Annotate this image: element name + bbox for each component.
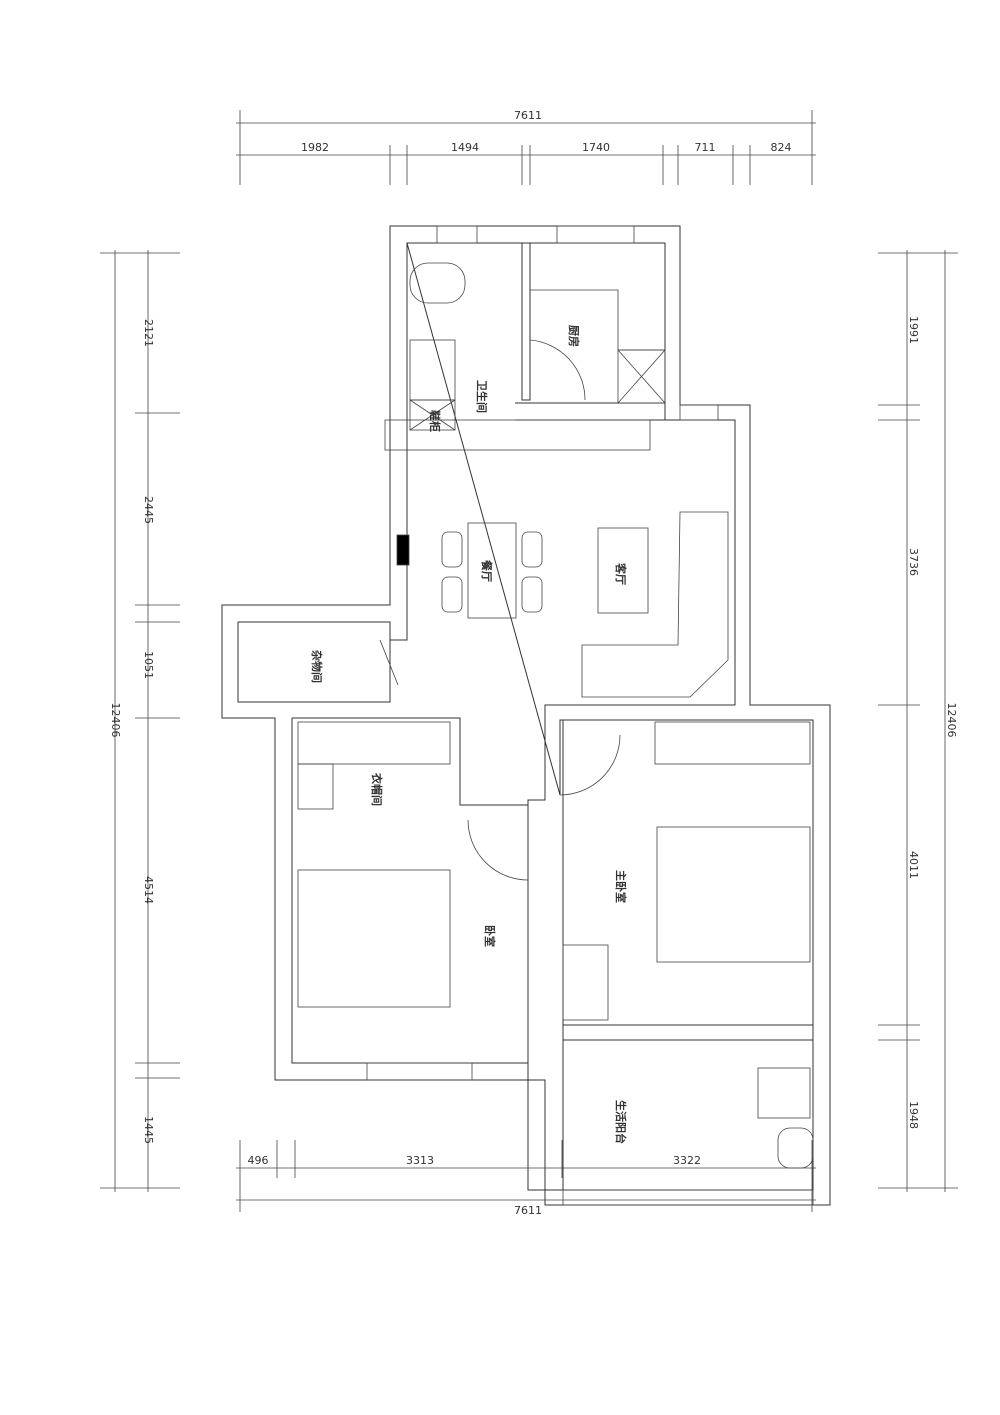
dining-table-icon (467, 522, 517, 619)
walls (221, 225, 831, 1206)
room-label-bedroom: 卧室 (483, 925, 497, 947)
room-label-closet: 衣帽间 (370, 773, 384, 806)
dim-left-5: 1445 (142, 1116, 155, 1144)
dim-top-4: 711 (695, 141, 716, 154)
desk-icon (562, 944, 609, 1021)
room-label-dining: 餐厅 (480, 559, 494, 582)
dim-top-total: 7611 (514, 109, 542, 122)
dim-top-5: 824 (771, 141, 792, 154)
windows (366, 225, 814, 1206)
dim-bottom-3: 3322 (673, 1154, 701, 1167)
top-dimensions (236, 110, 816, 185)
dim-top-3: 1740 (582, 141, 610, 154)
furniture (297, 262, 814, 1169)
room-label-shoe-cabinet: 鞋柜 (428, 410, 442, 432)
dim-left-1: 2121 (142, 319, 155, 347)
dim-left-4: 4514 (142, 876, 155, 904)
sofa-icon (581, 511, 729, 698)
dim-right-2: 3736 (907, 548, 920, 576)
dim-right-total: 12406 (945, 703, 958, 738)
dim-right-4: 1948 (907, 1101, 920, 1129)
dim-right-3: 4011 (907, 851, 920, 879)
master-bed-icon (656, 826, 811, 963)
dim-top-1: 1982 (301, 141, 329, 154)
wardrobe-icon (297, 721, 451, 765)
dim-left-total: 12406 (109, 703, 122, 738)
doors (379, 339, 621, 881)
bed-icon (297, 869, 451, 1008)
dim-right-1: 1991 (907, 316, 920, 344)
room-label-living: 客厅 (614, 562, 628, 585)
dim-top-2: 1494 (451, 141, 479, 154)
room-label-master-bedroom: 主卧室 (614, 870, 628, 903)
coffee-table-icon (597, 527, 649, 614)
dim-left-3: 1051 (142, 651, 155, 679)
bottom-dimensions (236, 1140, 816, 1212)
right-dimensions (878, 250, 958, 1192)
toilet-icon (409, 262, 466, 304)
room-label-balcony: 生活阳台 (614, 1100, 628, 1144)
dim-bottom-total: 7611 (514, 1204, 542, 1217)
left-dimensions (100, 250, 180, 1192)
dim-bottom-2: 3313 (406, 1154, 434, 1167)
room-label-storage: 杂物间 (310, 650, 324, 683)
dim-left-2: 2445 (142, 496, 155, 524)
room-label-kitchen: 厨房 (567, 325, 581, 347)
shoe-cabinet-icon (409, 399, 456, 431)
dim-bottom-1: 496 (248, 1154, 269, 1167)
room-label-bathroom: 卫生间 (475, 380, 489, 413)
